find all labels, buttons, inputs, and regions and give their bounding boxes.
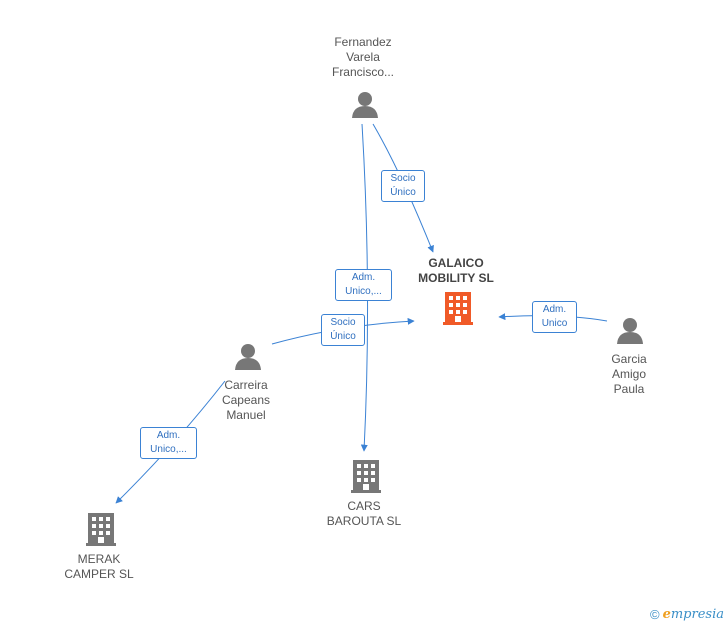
node-label-galaico[interactable]: GALAICO MOBILITY SL — [418, 256, 494, 285]
node-label-garcia[interactable]: Garcia Amigo Paula — [611, 352, 647, 396]
edge-label-adm-unico-carreira: Adm. Unico,... — [140, 427, 197, 459]
edge-label-adm-unico-garcia: Adm. Unico — [532, 301, 577, 333]
person-icon-garcia[interactable] — [617, 318, 643, 344]
person-icon-fernandez[interactable] — [352, 92, 378, 118]
edge-label-socio-unico-carreira: Socio Único — [321, 314, 365, 346]
edge-label-adm-unico-fernandez: Adm. Unico,... — [335, 269, 392, 301]
node-label-fernandez[interactable]: Fernandez Varela Francisco... — [331, 35, 394, 79]
node-label-merak[interactable]: MERAK CAMPER SL — [64, 552, 134, 581]
node-label-cars[interactable]: CARS BAROUTA SL — [326, 499, 402, 528]
node-label-carreira[interactable]: Carreira Capeans Manuel — [221, 378, 271, 422]
copyright-icon: © — [649, 607, 660, 622]
brand-logo: empresia — [662, 607, 724, 622]
edge-label-socio-unico-fernandez: Socio Único — [381, 170, 425, 202]
building-icon-merak[interactable] — [86, 513, 116, 546]
brand-footer: © empresia — [650, 607, 724, 622]
building-icon-cars[interactable] — [351, 460, 381, 493]
person-icon-carreira[interactable] — [235, 344, 261, 370]
building-icon-galaico[interactable] — [443, 292, 473, 325]
